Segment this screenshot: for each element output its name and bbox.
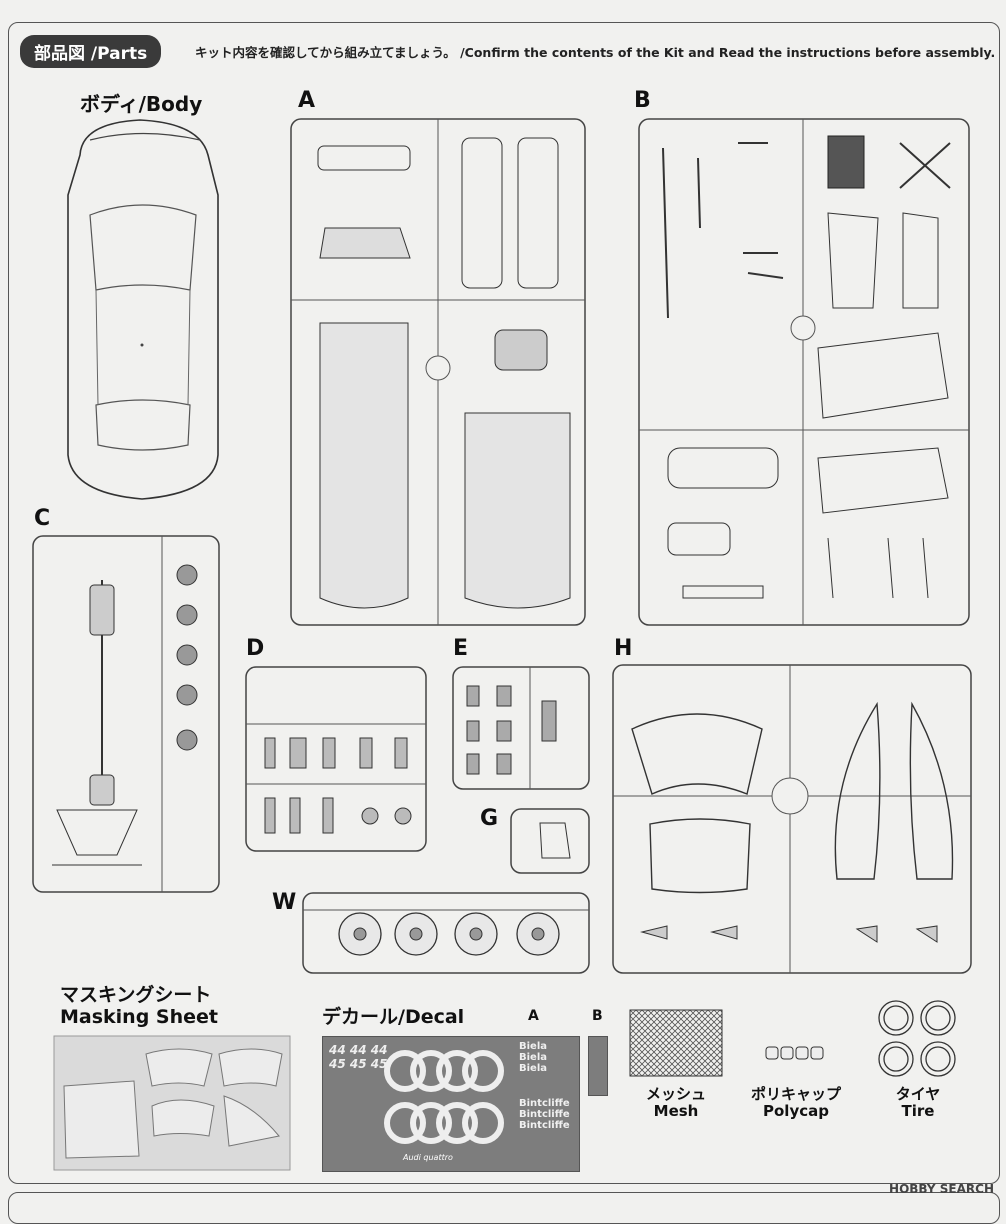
tire-label: タイヤ Tire xyxy=(876,1086,960,1120)
body-label: ボディ/Body xyxy=(80,92,203,116)
decal-number: 44 xyxy=(349,1043,367,1057)
sprue-d xyxy=(245,666,427,852)
decal-names: Biela Biela Biela Bintcliffe Bintcliffe … xyxy=(519,1041,570,1131)
sprue-b-letter: B xyxy=(634,88,651,113)
parts-tag: 部品図 /Parts xyxy=(20,35,162,68)
sprue-b xyxy=(638,118,970,626)
sprue-d-letter: D xyxy=(246,636,265,661)
watermark: HOBBY SEARCH xyxy=(889,1182,994,1196)
next-frame xyxy=(8,1192,1000,1224)
sprue-g xyxy=(510,808,590,874)
masking-label-en: Masking Sheet xyxy=(60,1006,218,1028)
masking-label: マスキングシート Masking Sheet xyxy=(60,984,218,1028)
masking-sheet xyxy=(53,1035,291,1171)
sprue-a-letter: A xyxy=(298,88,316,113)
polycap-part xyxy=(765,1046,824,1060)
decal-sheet-a-label: A xyxy=(528,1008,539,1024)
polycap-label: ポリキャップ Polycap xyxy=(740,1086,852,1120)
sprue-c xyxy=(32,535,220,893)
decal-number: 45 xyxy=(329,1057,346,1071)
mesh-label-jp: メッシュ xyxy=(645,1085,706,1103)
parts-frame xyxy=(8,22,1000,1184)
polycap-label-en: Polycap xyxy=(763,1102,829,1120)
decal-name: Bintcliffe xyxy=(519,1120,570,1131)
decal-number: 44 xyxy=(370,1043,388,1057)
decal-number: 44 xyxy=(329,1043,346,1057)
sprue-h xyxy=(612,664,972,974)
sprue-g-letter: G xyxy=(480,806,499,831)
decal-name: Bintcliffe xyxy=(519,1098,570,1109)
sprue-e xyxy=(452,666,590,790)
decal-name: Biela xyxy=(519,1041,548,1052)
tire-label-en: Tire xyxy=(901,1102,935,1120)
audi-rings xyxy=(384,1050,504,1144)
decal-brand: Audi quattro xyxy=(403,1153,453,1162)
mesh-label-en: Mesh xyxy=(653,1102,699,1120)
decal-sheet-b xyxy=(588,1036,608,1096)
decal-sheet-b-label: B xyxy=(592,1008,603,1024)
sprue-w xyxy=(302,892,590,974)
sprue-h-letter: H xyxy=(614,636,633,661)
decal-sheet-a: 44 44 44 45 45 45 Biela Biela Biela Bint… xyxy=(322,1036,580,1172)
intro-text: キット内容を確認してから組み立てましょう。 /Confirm the conte… xyxy=(195,45,996,60)
decal-name: Biela xyxy=(519,1052,548,1063)
sprue-w-letter: W xyxy=(272,890,297,915)
decal-number: 45 xyxy=(370,1057,388,1071)
decal-name: Biela xyxy=(519,1063,548,1074)
body-drawing xyxy=(67,119,219,500)
sprue-e-letter: E xyxy=(453,636,469,661)
tire-label-jp: タイヤ xyxy=(895,1085,941,1103)
sprue-a xyxy=(290,118,586,626)
polycap-label-jp: ポリキャップ xyxy=(750,1085,841,1103)
mesh-part xyxy=(629,1009,723,1077)
decal-number: 45 xyxy=(349,1057,367,1071)
masking-label-jp: マスキングシート xyxy=(60,984,212,1006)
decal-title: デカール/Decal xyxy=(322,1006,465,1028)
mesh-label: メッシュ Mesh xyxy=(640,1086,712,1120)
decal-name: Bintcliffe xyxy=(519,1109,570,1120)
tire-parts xyxy=(878,1000,956,1077)
decal-numbers: 44 44 44 45 45 45 xyxy=(329,1043,389,1071)
sprue-c-letter: C xyxy=(34,506,51,531)
